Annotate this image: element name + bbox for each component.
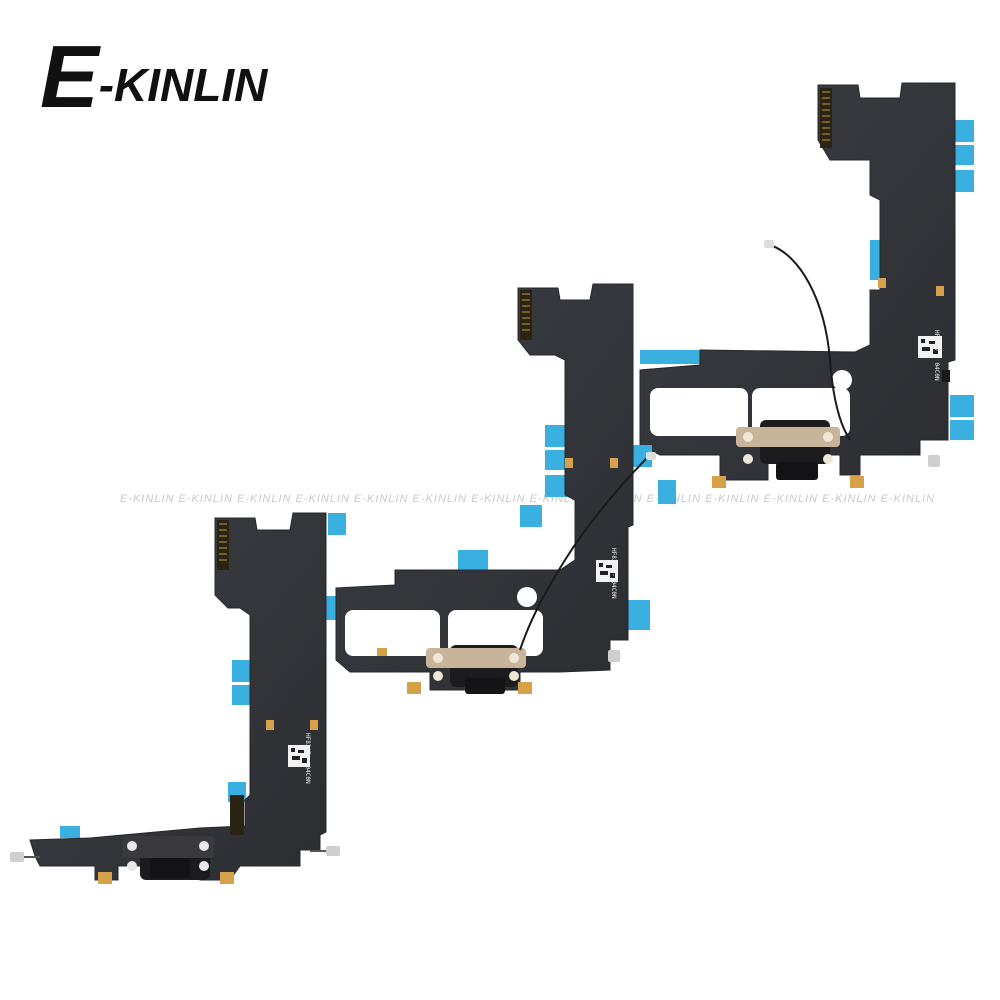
flex-cable-board-3: HF83A7 - 04C0N [639, 82, 974, 504]
watermark-strip: E-KINLIN E-KINLIN E-KINLIN E-KINLIN E-KI… [120, 493, 936, 505]
board-3-label: HF83A7 - 04C0N [933, 330, 940, 381]
flex-cable-board-1: HF83A7 - 04C0N [10, 512, 346, 884]
blue-tabs-2 [320, 425, 652, 630]
logo-initial: E [40, 27, 99, 126]
board-1-label: HF83A7 - 04C0N [304, 733, 311, 784]
board-2-label: HF83A7 - 04C0N [610, 548, 617, 599]
logo-rest: -KINLIN [98, 59, 268, 111]
brand-logo: E -KINLIN [40, 27, 268, 126]
flex-cable-board-2: HF83A7 - 04C0N [320, 283, 656, 694]
